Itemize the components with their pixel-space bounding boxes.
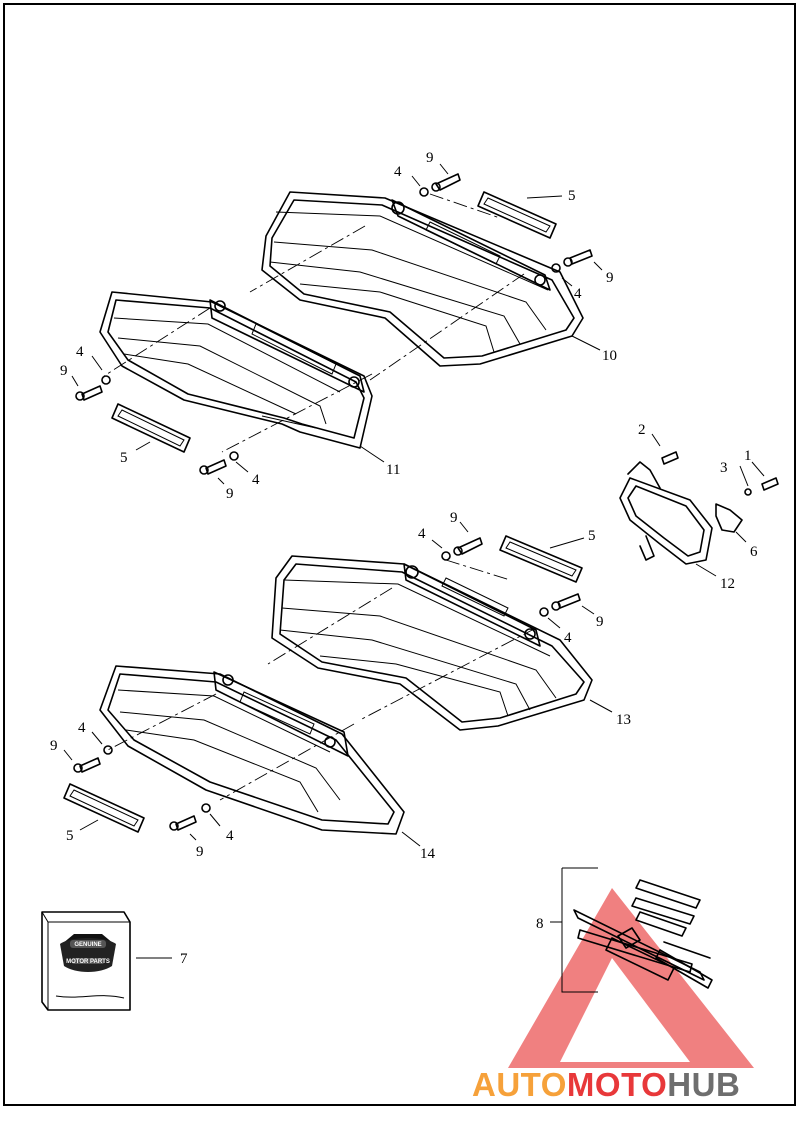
watermark-hub: HUB (667, 1066, 740, 1103)
callout-9: 9 (426, 150, 434, 166)
callout-13: 13 (616, 712, 631, 728)
callout-4: 4 (564, 630, 572, 646)
callout-5: 5 (588, 528, 596, 544)
product-box-7[interactable]: GENUINE MOTOR PARTS (41, 911, 131, 1011)
passenger-handle-12 (619, 451, 779, 565)
callout-14: 14 (420, 846, 436, 862)
callout-9: 9 (226, 486, 234, 502)
callout-11: 11 (386, 462, 400, 478)
screws-upper (75, 173, 593, 475)
strip-5a (477, 191, 557, 239)
badge-top-text: GENUINE (74, 942, 101, 948)
callout-4: 4 (252, 472, 260, 488)
callout-9: 9 (606, 270, 614, 286)
svg-text:AUTOMOTOHUB: AUTOMOTOHUB (472, 1066, 740, 1103)
callout-10: 10 (602, 348, 617, 364)
callout-9: 9 (50, 738, 58, 754)
callout-5: 5 (568, 188, 576, 204)
rack-14 (99, 665, 405, 835)
diagram-frame (3, 3, 796, 1106)
callout-2: 2 (638, 422, 646, 438)
callout-4: 4 (394, 164, 402, 180)
rack-10 (261, 191, 584, 367)
callout-4: 4 (78, 720, 86, 736)
genuine-motor-parts-badge: GENUINE MOTOR PARTS (60, 934, 116, 972)
screws-lower (73, 537, 581, 831)
watermark-logo-text: AUTOMOTOHUB (472, 1066, 740, 1103)
rack-11 (99, 291, 373, 449)
callout-6: 6 (750, 544, 758, 560)
rack-13 (271, 555, 593, 731)
callout-4: 4 (76, 344, 84, 360)
callout-9: 9 (60, 363, 68, 379)
leader-lines (63, 163, 765, 959)
callout-3: 3 (720, 460, 728, 476)
tool-kit-8 (561, 867, 713, 993)
callout-4: 4 (418, 526, 426, 542)
badge-bottom-text: MOTOR PARTS (66, 959, 110, 965)
callout-9: 9 (196, 844, 204, 860)
watermark-moto: MOTO (567, 1066, 667, 1103)
callout-4: 4 (574, 286, 582, 302)
callout-4: 4 (226, 828, 234, 844)
callout-labels: 9 4 5 9 4 10 4 9 5 9 4 11 2 3 1 6 12 4 9… (50, 150, 758, 967)
strip-5d (63, 783, 145, 833)
callout-12: 12 (720, 576, 735, 592)
callout-1: 1 (744, 448, 752, 464)
callout-5: 5 (66, 828, 74, 844)
watermark-logo-triangle (508, 888, 754, 1068)
strip-5c (499, 535, 583, 583)
callout-7: 7 (180, 951, 188, 967)
callout-5: 5 (120, 450, 128, 466)
watermark-auto: AUTO (472, 1066, 567, 1103)
callout-8: 8 (536, 916, 544, 932)
callout-9: 9 (450, 510, 458, 526)
callout-9: 9 (596, 614, 604, 630)
strip-5b (111, 403, 191, 453)
